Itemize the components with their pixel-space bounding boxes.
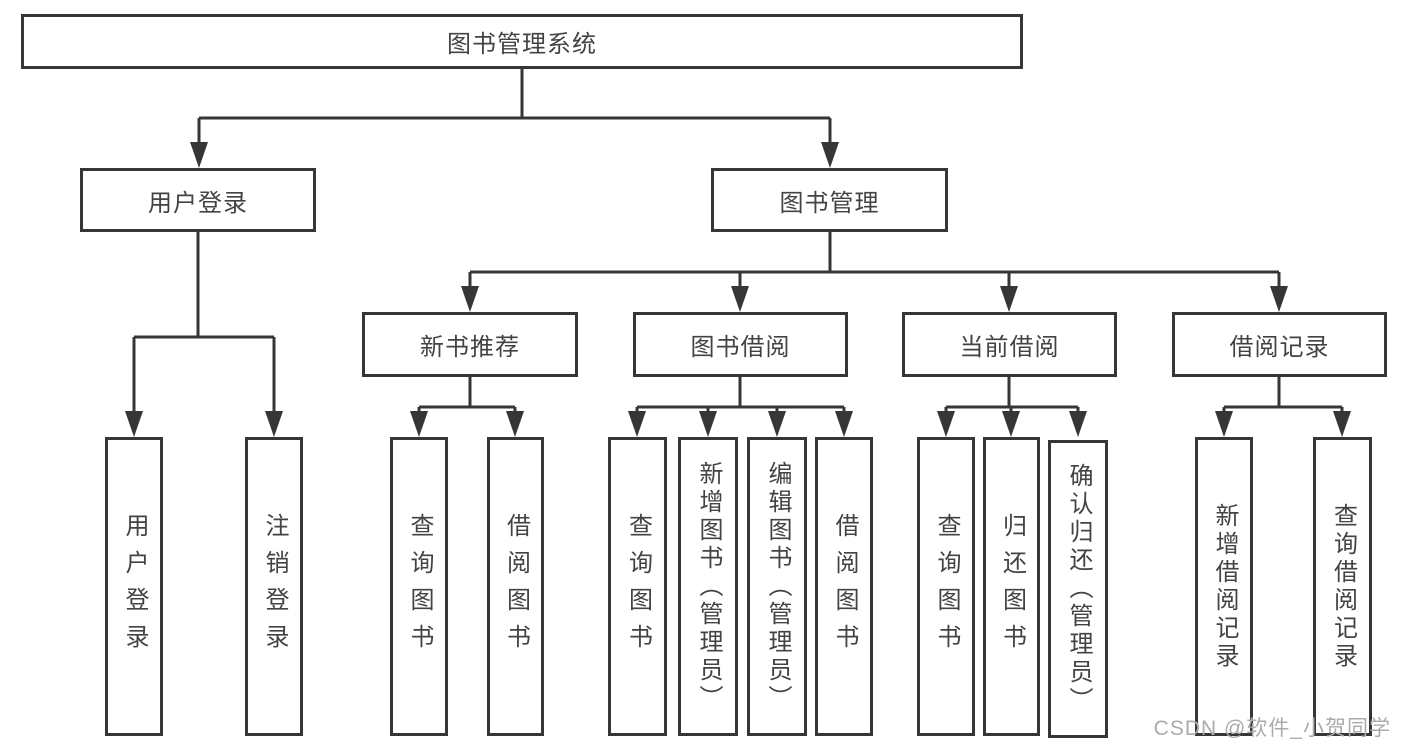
leaf-edit-book-admin: 编辑图书（管理员） <box>747 437 807 736</box>
leaf-return-book: 归还图书 <box>983 437 1040 736</box>
leaf-query-borrow-record: 查询借阅记录 <box>1313 437 1372 736</box>
leaf-return-book-label: 归还图书 <box>998 512 1026 661</box>
node-book-management: 图书管理 <box>711 168 948 232</box>
leaf-user-login: 用户登录 <box>105 437 163 736</box>
node-book-borrow-label: 图书借阅 <box>690 334 791 361</box>
leaf-add-book-admin: 新增图书（管理员） <box>678 437 738 736</box>
leaf-borrow-books-2: 借阅图书 <box>815 437 873 736</box>
leaf-add-borrow-record: 新增借阅记录 <box>1195 437 1253 736</box>
leaf-query-books-1: 查询图书 <box>390 437 448 736</box>
leaf-confirm-return-admin: 确认归还（管理员） <box>1048 440 1108 738</box>
node-book-management-label: 图书管理 <box>779 189 880 217</box>
node-new-book-recommend: 新书推荐 <box>362 312 578 377</box>
node-book-borrow: 图书借阅 <box>633 312 848 377</box>
node-root: 图书管理系统 <box>21 14 1023 69</box>
node-current-borrow: 当前借阅 <box>902 312 1117 377</box>
watermark: CSDN @软件_小贺同学 <box>1153 717 1391 740</box>
leaf-query-borrow-record-label: 查询借阅记录 <box>1329 502 1357 671</box>
leaf-logout-label: 注销登录 <box>261 512 288 661</box>
leaf-borrow-books-1: 借阅图书 <box>487 437 544 736</box>
node-new-book-recommend-label: 新书推荐 <box>420 334 520 361</box>
node-current-borrow-label: 当前借阅 <box>959 334 1060 361</box>
node-borrow-records: 借阅记录 <box>1172 312 1387 377</box>
leaf-confirm-return-admin-label: 确认归还（管理员） <box>1065 463 1092 715</box>
leaf-query-books-1-label: 查询图书 <box>406 512 433 661</box>
leaf-borrow-books-1-label: 借阅图书 <box>502 512 530 661</box>
leaf-add-book-admin-label: 新增图书（管理员） <box>695 460 722 713</box>
leaf-add-borrow-record-label: 新增借阅记录 <box>1211 502 1238 671</box>
leaf-query-books-3-label: 查询图书 <box>933 512 960 661</box>
node-borrow-records-label: 借阅记录 <box>1229 334 1330 361</box>
node-root-label: 图书管理系统 <box>447 31 597 58</box>
leaf-query-books-3: 查询图书 <box>917 437 975 736</box>
leaf-borrow-books-2-label: 借阅图书 <box>831 512 858 661</box>
leaf-query-books-2-label: 查询图书 <box>624 512 652 661</box>
leaf-logout: 注销登录 <box>245 437 303 736</box>
leaf-user-login-label: 用户登录 <box>121 512 148 661</box>
leaf-query-books-2: 查询图书 <box>608 437 667 736</box>
node-user-login: 用户登录 <box>80 168 316 232</box>
node-user-login-label: 用户登录 <box>148 189 248 217</box>
leaf-edit-book-admin-label: 编辑图书（管理员） <box>764 460 791 713</box>
